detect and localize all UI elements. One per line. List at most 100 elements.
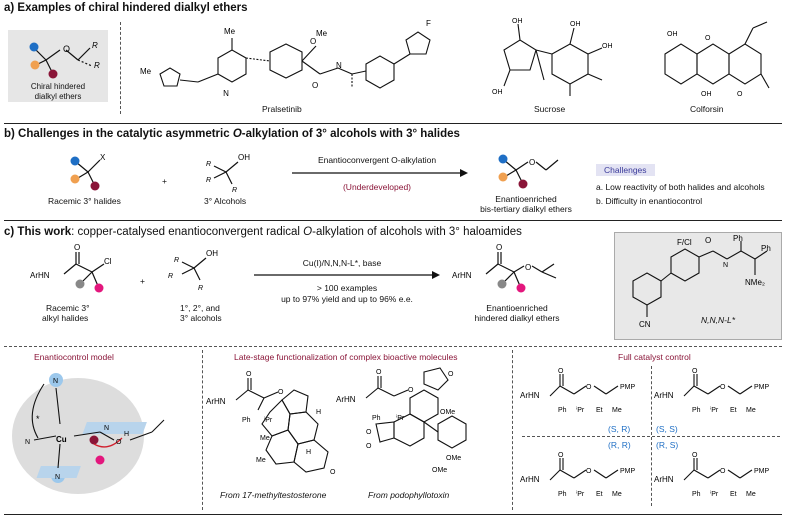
prals-ome: Me <box>316 29 328 38</box>
c-alc-r3: R <box>174 257 179 264</box>
lig-n: N <box>723 262 728 269</box>
ss-o1: O <box>692 368 698 375</box>
t-h2: H <box>306 449 311 456</box>
divider-b2 <box>512 350 513 510</box>
t-h1: H <box>316 409 321 416</box>
rs-pmp: PMP <box>754 468 770 475</box>
isomer-rr: ArHN O O PMP Ph ⁱPr Et Me <box>520 452 636 498</box>
p-arhn: ArHN <box>336 395 356 404</box>
isomer-ss: ArHN O O PMP Ph ⁱPr Et Me <box>654 368 770 414</box>
rs-o2: O <box>720 468 726 475</box>
product-b-o: O <box>529 158 535 167</box>
c-alcohol-structure: OH R R R <box>168 249 218 292</box>
compound-label-sucrose: Sucrose <box>534 104 566 114</box>
sr-et: Et <box>596 407 603 414</box>
rr-o2: O <box>586 468 592 475</box>
ether-o: O <box>63 44 70 54</box>
stereo-sr: (S, R) <box>608 424 631 434</box>
c-reactant2-1: 1°, 2°, and <box>180 303 220 313</box>
separator-2 <box>4 220 782 221</box>
product-c-label-2: hindered dialkyl ethers <box>474 313 560 323</box>
challenges-title: Challenges <box>596 164 655 176</box>
rr-ph: Ph <box>558 491 567 498</box>
lig-cn: CN <box>639 320 651 329</box>
model-h: H <box>124 431 129 438</box>
alc-r2: R <box>206 177 211 184</box>
sucrose-structure: OH OH OH OH <box>492 18 613 96</box>
compound-label-colforsin: Colforsin <box>690 104 724 114</box>
t-me2: Me <box>256 457 266 464</box>
ss-arhn: ArHN <box>654 391 674 400</box>
ss-pmp: PMP <box>754 384 770 391</box>
box-label-2: dialkyl ethers <box>34 92 82 101</box>
arrow-b <box>292 169 468 177</box>
pc-o1: O <box>496 244 502 252</box>
alcohol-oh: OH <box>238 153 250 162</box>
enantiocontrol-model: N N N Cu N O H * <box>12 373 165 494</box>
sr-ph: Ph <box>558 407 567 414</box>
pralsetinib-structure: Me Me O Me N O F N <box>140 19 431 98</box>
p-ome2: OMe <box>446 455 461 462</box>
reactant2-label: 3° Alcohols <box>204 196 247 206</box>
p-ipr: ⁱPr <box>396 414 405 422</box>
isomer-sr: ArHN O O PMP Ph ⁱPr Et Me <box>520 368 636 414</box>
r3: R <box>92 41 98 50</box>
c-o1: O <box>74 244 80 252</box>
rs-o1: O <box>692 452 698 459</box>
full-control-title: Full catalyst control <box>618 352 691 362</box>
suc-oh3: OH <box>570 21 581 28</box>
sr-arhn: ArHN <box>520 391 540 400</box>
section-b-title: b) Challenges in the catalytic asymmetri… <box>4 128 460 140</box>
t-ph: Ph <box>242 417 251 424</box>
prals-o1: O <box>310 37 316 46</box>
lig-fcl: F/Cl <box>677 238 692 247</box>
t-me1: Me <box>260 435 270 442</box>
chiral-ether-structure: O R R <box>29 41 100 79</box>
haloamide-structure: O ArHN Cl <box>30 244 112 293</box>
t-arhn: ArHN <box>206 397 226 406</box>
divider-a <box>120 22 121 114</box>
ligand-structure: F/Cl O N Ph Ph NMe₂ CN <box>632 234 771 329</box>
arrow-c-line-2: up to 97% yield and up to 96% e.e. <box>281 294 413 304</box>
c-reactant2-2: 3° alcohols <box>180 313 222 323</box>
ss-ph: Ph <box>692 407 701 414</box>
col-o2: O <box>737 91 743 98</box>
rs-ph: Ph <box>692 491 701 498</box>
rr-et: Et <box>596 491 603 498</box>
late-stage-title: Late-stage functionalization of complex … <box>234 352 458 362</box>
product-b-label-2: bis-tertiary dialkyl ethers <box>480 204 572 214</box>
pc-arhn: ArHN <box>452 271 472 280</box>
plus-c: + <box>140 276 145 286</box>
c-cl: Cl <box>104 257 112 266</box>
rs-et: Et <box>730 491 737 498</box>
p-ome3: OMe <box>432 467 447 474</box>
ligand-box: F/Cl O N Ph Ph NMe₂ CN N,N,N-L* <box>614 232 782 340</box>
lig-nme2: NMe₂ <box>745 278 765 287</box>
c-reactant1-1: Racemic 3° <box>46 303 90 313</box>
model-star: * <box>36 414 40 424</box>
challenge-a: a. Low reactivity of both halides and al… <box>596 182 765 192</box>
sr-o2: O <box>586 384 592 391</box>
p-o4: O <box>366 429 372 436</box>
col-o1: O <box>705 35 711 42</box>
stereo-rr: (R, R) <box>608 440 631 450</box>
model-o: O <box>116 439 122 446</box>
p-ome1: OMe <box>440 409 455 416</box>
section-a-title: a) Examples of chiral hindered dialkyl e… <box>4 2 248 14</box>
suc-oh1: OH <box>512 18 523 25</box>
sr-pmp: PMP <box>620 384 636 391</box>
rr-ipr: ⁱPr <box>576 490 585 498</box>
prals-n2: N <box>223 89 229 98</box>
from-label-1: From 17-methyltestosterone <box>220 490 327 500</box>
arrow-c-line-1: > 100 examples <box>316 283 378 293</box>
ss-ipr: ⁱPr <box>710 406 719 414</box>
stereo-rs: (R, S) <box>656 440 679 450</box>
rr-arhn: ArHN <box>520 475 540 484</box>
model-title: Enantiocontrol model <box>34 352 114 362</box>
ss-me: Me <box>746 407 756 414</box>
grid-v <box>651 366 652 506</box>
lig-o: O <box>705 236 711 245</box>
ss-o2: O <box>720 384 726 391</box>
product-c-label-1: Enantioenriched <box>486 303 548 313</box>
compound-label-pralsetinib: Pralsetinib <box>262 104 302 114</box>
